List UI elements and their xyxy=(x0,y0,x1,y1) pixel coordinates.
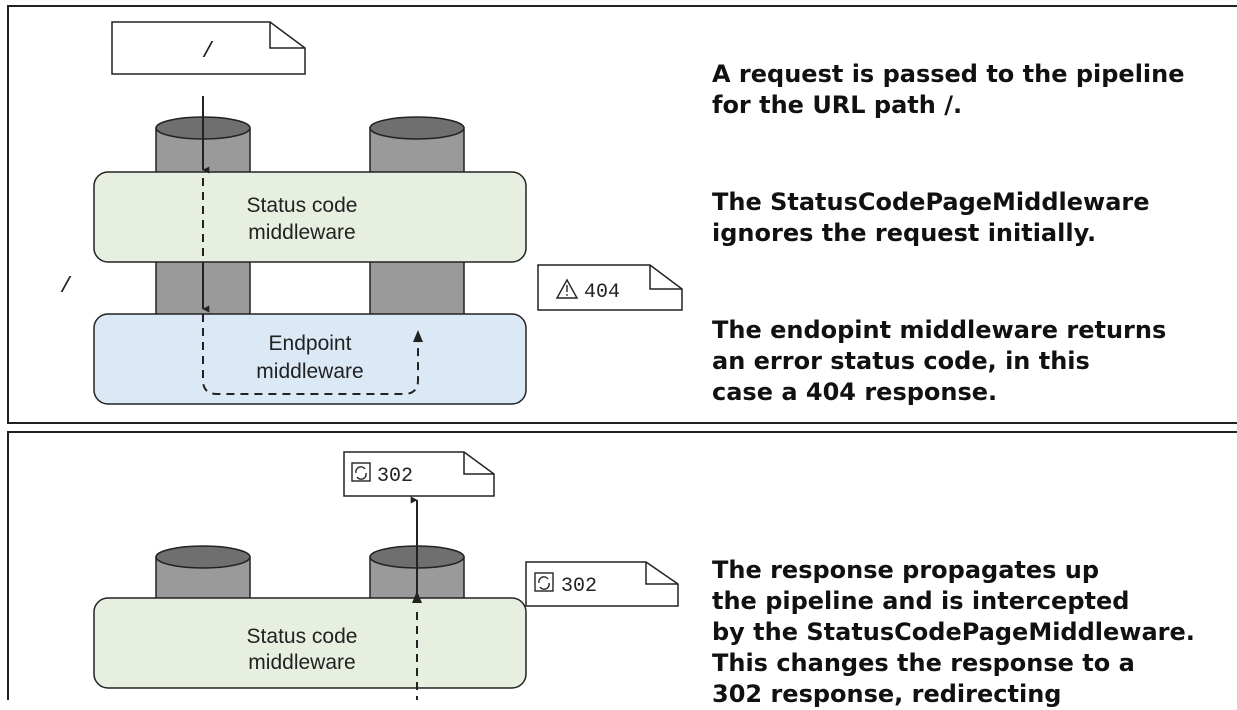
response-404-document: 404 xyxy=(537,264,683,311)
status-middleware-bottom-label-line2: middleware xyxy=(248,651,355,674)
response-302-side-label: 302 xyxy=(561,575,597,598)
step-description-intercept: The response propagates up the pipeline … xyxy=(712,556,1195,708)
step-description-request: A request is passed to the pipeline for … xyxy=(712,60,1185,119)
status-code-middleware-box xyxy=(93,171,527,263)
status-code-middleware-box-bottom xyxy=(93,597,527,689)
top-panel-frame xyxy=(7,5,1237,424)
bottom-panel-frame xyxy=(7,431,1237,700)
warning-icon xyxy=(555,278,579,299)
endpoint-middleware-box xyxy=(93,313,527,405)
response-302-document-top: 302 xyxy=(343,451,495,497)
side-path-label: / xyxy=(59,274,72,299)
request-document: / xyxy=(111,21,306,75)
return-arrowhead xyxy=(413,330,423,342)
endpoint-middleware-label-line1: Endpoint xyxy=(269,332,352,355)
step-description-endpoint: The endopint middleware returns an error… xyxy=(712,316,1167,406)
redirect-icon xyxy=(351,462,371,482)
request-path-label: / xyxy=(201,39,214,64)
response-arrowhead-inside xyxy=(412,591,422,603)
response-302-document-side: 302 xyxy=(525,561,679,607)
return-path-dashed xyxy=(202,314,419,395)
redirect-icon xyxy=(534,572,554,592)
endpoint-middleware-label-line2: middleware xyxy=(256,360,363,383)
response-302-top-label: 302 xyxy=(377,465,413,488)
status-middleware-label-line1: Status code xyxy=(247,194,358,217)
status-middleware-label-line2: middleware xyxy=(248,221,355,244)
response-404-label: 404 xyxy=(584,281,620,304)
status-middleware-bottom-label-line1: Status code xyxy=(247,625,358,648)
step-description-ignore: The StatusCodePageMiddleware ignores the… xyxy=(712,188,1150,247)
